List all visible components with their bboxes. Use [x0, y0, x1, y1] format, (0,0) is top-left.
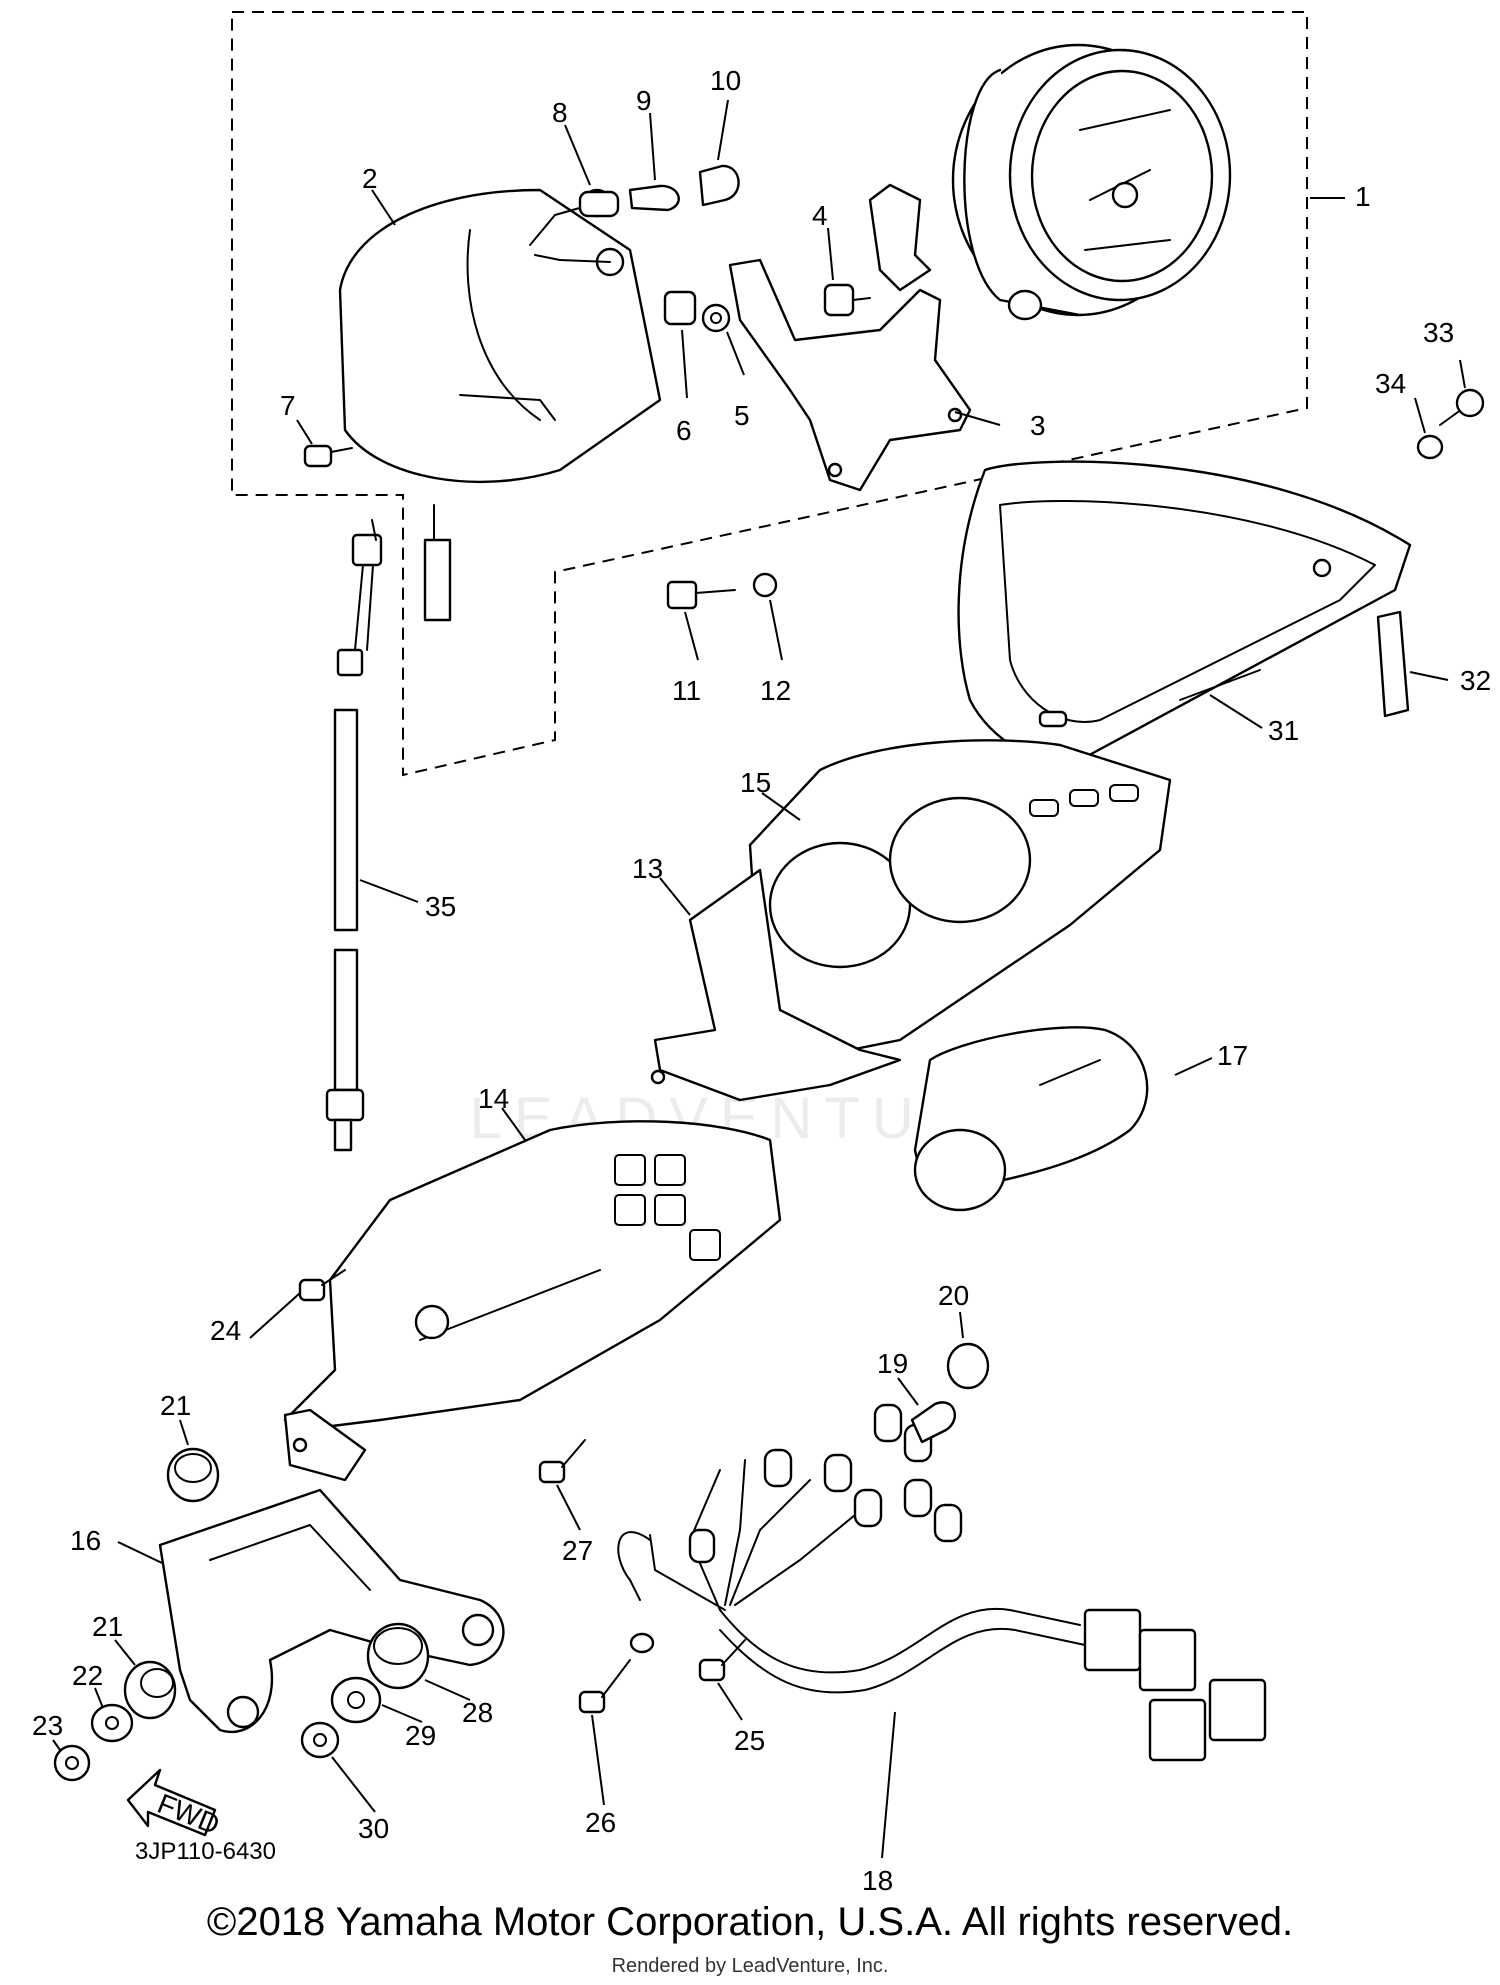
- part-washer-22: [90, 1703, 134, 1743]
- callout-10: 10: [710, 65, 741, 96]
- part-screw-33: [1439, 388, 1485, 426]
- part-meter-cable: [325, 519, 383, 1152]
- diagram-code: 3JP110-6430: [135, 1838, 276, 1865]
- fwd-label: FWD: [153, 1788, 224, 1841]
- callout-7: 7: [280, 390, 296, 421]
- part-collar-6: [663, 290, 697, 326]
- callout-9: 9: [636, 85, 652, 116]
- part-socket-8: [578, 190, 620, 218]
- part-bolt-11: [666, 580, 736, 610]
- callout-12: 12: [760, 675, 791, 706]
- callout-13: 13: [632, 853, 663, 884]
- part-washer-29: [330, 1676, 382, 1724]
- callout-3: 3: [1030, 410, 1046, 441]
- part-washer-34: [1416, 434, 1444, 460]
- rendered-by-credit: Rendered by LeadVenture, Inc.: [611, 1955, 889, 1977]
- part-screw-7: [303, 444, 353, 468]
- callout-27: 27: [562, 1535, 593, 1566]
- callout-20: 20: [938, 1280, 969, 1311]
- part-meter-bracket: [728, 183, 972, 492]
- part-damper-32: [1376, 610, 1410, 718]
- part-meter-face: [913, 1026, 1149, 1212]
- callout-35: 35: [425, 891, 456, 922]
- part-cap-10: [698, 164, 740, 207]
- callout-5: 5: [734, 400, 750, 431]
- callout-32: 32: [1460, 665, 1491, 696]
- part-washer-5: [701, 303, 731, 333]
- part-washer-12: [752, 572, 778, 598]
- part-nut-30: [300, 1721, 340, 1759]
- part-screw-25: [698, 1639, 746, 1682]
- part-screw-24: [298, 1269, 346, 1302]
- callout-18: 18: [862, 1865, 893, 1896]
- copyright-notice: ©2018 Yamaha Motor Corporation, U.S.A. A…: [206, 1900, 1294, 1944]
- part-grommet-21b: [123, 1660, 177, 1720]
- callout-29: 29: [405, 1720, 436, 1751]
- callout-21b: 21: [92, 1611, 123, 1642]
- part-grommet-4: [823, 283, 871, 317]
- part-upper-cover: [957, 460, 1412, 764]
- part-meter-case: [338, 188, 662, 622]
- part-lower-case: [283, 1120, 782, 1482]
- callout-4: 4: [812, 200, 828, 231]
- callout-17: 17: [1217, 1040, 1248, 1071]
- callout-33: 33: [1423, 317, 1454, 348]
- callout-8: 8: [552, 97, 568, 128]
- callout-21a: 21: [160, 1390, 191, 1421]
- part-meter-assembly: [951, 43, 1232, 321]
- callout-6: 6: [676, 415, 692, 446]
- callout-22: 22: [72, 1660, 103, 1691]
- callout-31: 31: [1268, 715, 1299, 746]
- callout-15: 15: [740, 767, 771, 798]
- part-nut-23: [53, 1744, 91, 1782]
- callout-labels: 1 2 3 4 5 6 7 8 9 10 11 12 13 14 15 16 1…: [32, 65, 1491, 1896]
- callout-34: 34: [1375, 368, 1406, 399]
- callout-30: 30: [358, 1813, 389, 1844]
- part-grommet-21a: [166, 1447, 220, 1503]
- assembly-boundary: [231, 11, 1308, 777]
- callout-23: 23: [32, 1710, 63, 1741]
- part-wire-harness: [617, 1403, 1267, 1762]
- callout-24: 24: [210, 1315, 241, 1346]
- callout-25: 25: [734, 1725, 765, 1756]
- callout-11: 11: [672, 675, 701, 706]
- callout-28: 28: [462, 1697, 493, 1728]
- callout-19: 19: [877, 1348, 908, 1379]
- fwd-arrow: FWD: [126, 1768, 224, 1841]
- part-lower-bracket: [158, 1488, 505, 1733]
- part-meter-panel: [748, 739, 1172, 1052]
- part-grommet-28: [366, 1622, 430, 1690]
- callout-14: 14: [478, 1083, 509, 1114]
- callout-16: 16: [70, 1525, 101, 1556]
- part-screw-26: [578, 1632, 655, 1714]
- callout-26: 26: [585, 1807, 616, 1838]
- leader-lines: [52, 99, 1466, 1859]
- part-meter-housing: [650, 868, 902, 1102]
- part-screw-27: [538, 1439, 586, 1484]
- part-bulb-19: [910, 1401, 956, 1444]
- callout-2: 2: [362, 163, 378, 194]
- part-bulb-9: [628, 184, 680, 212]
- part-cap-20: [946, 1342, 990, 1390]
- callout-1: 1: [1355, 181, 1371, 212]
